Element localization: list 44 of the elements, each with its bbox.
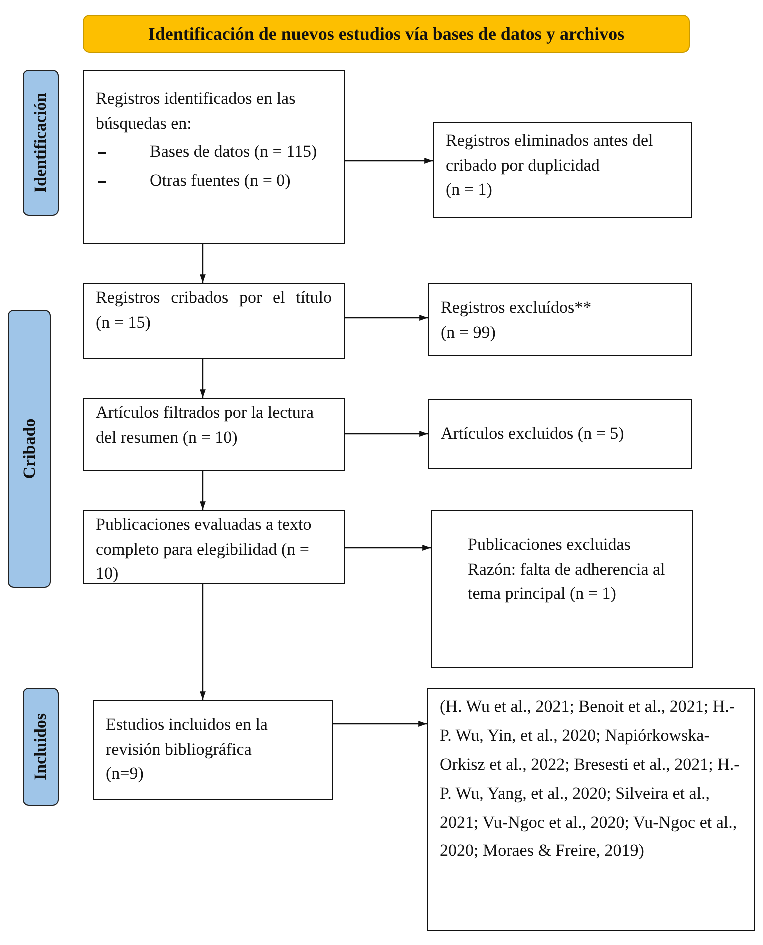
box-text: Bases de datos (n = 115) xyxy=(150,141,318,164)
process-box xyxy=(93,700,333,800)
arrow xyxy=(345,545,431,551)
box-text: Registros eliminados antes del cribado por duplicidad xyxy=(446,130,654,177)
process-box xyxy=(431,510,693,668)
arrow xyxy=(345,431,428,437)
arrow xyxy=(200,244,206,283)
box-text: Otras fuentes (n = 0) xyxy=(150,170,291,192)
arrow xyxy=(200,584,206,700)
box-text: (n = 99) xyxy=(441,322,497,344)
box-text: Razón: falta de adherencia al tema principal (n = 1) xyxy=(468,558,666,606)
process-box xyxy=(83,70,345,244)
heading-banner xyxy=(83,15,690,53)
arrow xyxy=(333,721,427,727)
box-text: (n = 15) xyxy=(96,312,152,334)
box-text: Artículos excluidos (n = 5) xyxy=(441,422,624,445)
box-text: Estudios incluidos en la revisión bibliográfica xyxy=(106,714,269,761)
arrow xyxy=(200,471,206,510)
arrow xyxy=(345,158,433,164)
phase-label: Identificación xyxy=(31,92,51,194)
process-box xyxy=(428,399,692,469)
phase-tab xyxy=(23,70,59,216)
phase-tab xyxy=(8,310,51,588)
box-text: Registros excluídos** xyxy=(441,297,593,319)
process-box xyxy=(83,398,345,471)
phase-label: Cribado xyxy=(20,418,40,480)
heading-text: Identificación de nuevos estudios vía bases de datos y archivos xyxy=(148,24,625,44)
process-box xyxy=(427,688,755,931)
box-text: (n=9) xyxy=(106,763,145,786)
arrow xyxy=(200,359,206,398)
process-box xyxy=(433,122,692,218)
box-text: Publicaciones excluidas xyxy=(468,534,632,556)
box-text: Registros cribados por el título xyxy=(96,287,332,309)
box-text: (n = 1) xyxy=(446,179,494,202)
process-box xyxy=(83,510,345,584)
box-text: Artículos filtrados por la lectura del resumen (n = 10) xyxy=(96,402,316,449)
phase-label: Incluidos xyxy=(31,713,51,781)
box-text: Registros identificados en las búsquedas en: xyxy=(96,88,297,135)
process-box xyxy=(83,283,345,359)
box-text: (H. Wu et al., 2021; Benoit et al., 2021; H.-P. Wu, Yin, et al., 2020; Napiórkowska-Orkisz et al., 2022; Bresesti et al., 2021; H.-P. Wu, Yang, et al., 2020; Silveira et al., 2021; Vu-Ngoc et al., 2020; Vu-Ngoc et al., 2020; Moraes & Freire, 2019) xyxy=(440,696,741,862)
arrow xyxy=(345,315,428,321)
process-box xyxy=(428,283,692,356)
phase-tab xyxy=(23,688,59,806)
box-text: Publicaciones evaluadas a texto completo para elegibilidad (n = 10) xyxy=(96,514,313,586)
